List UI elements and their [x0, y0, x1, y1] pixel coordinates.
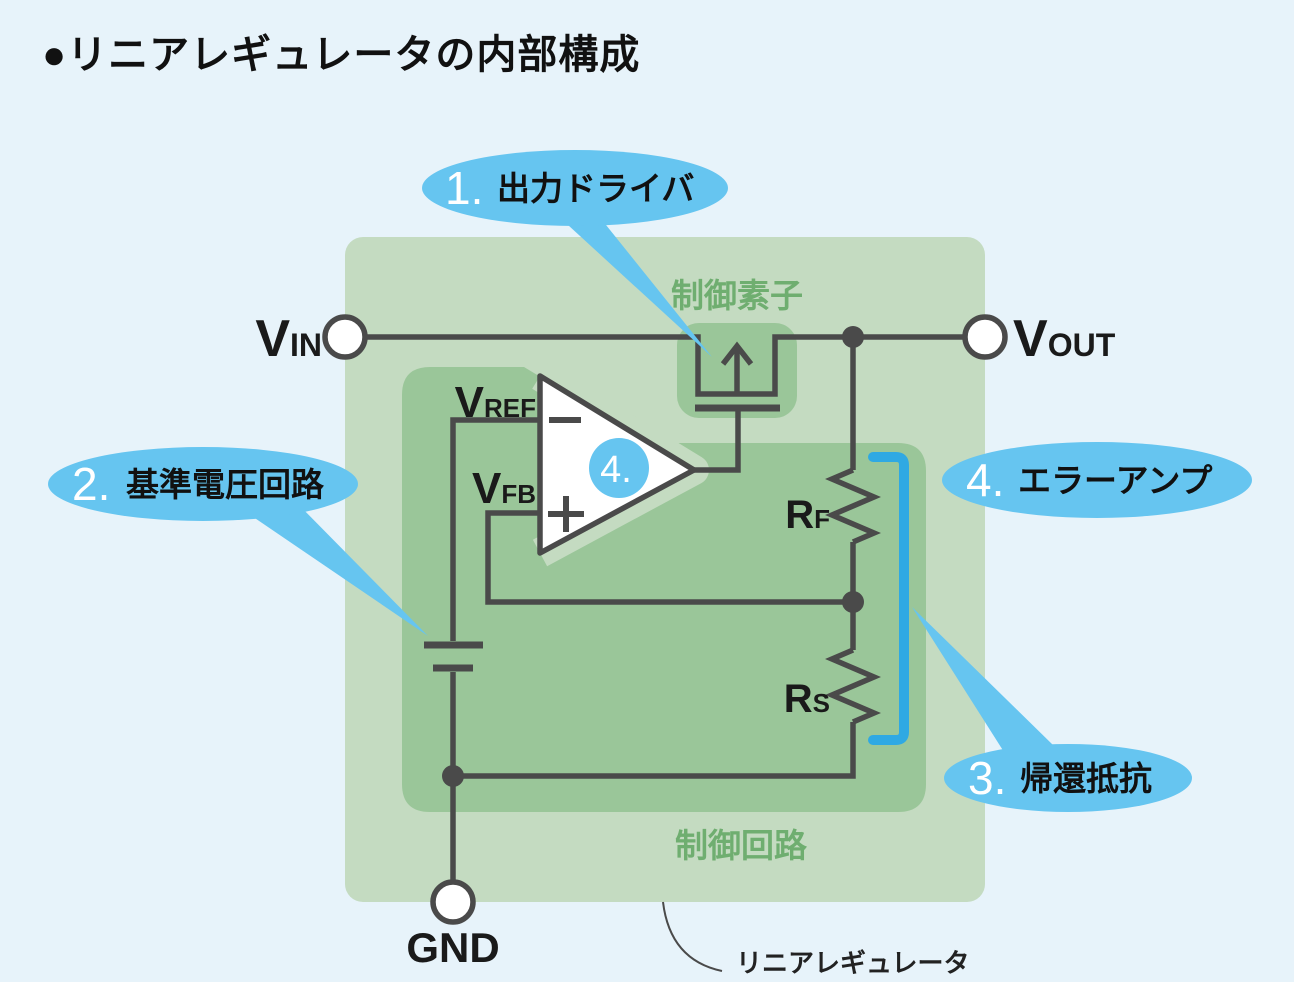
rs-label-sub: S	[813, 688, 830, 718]
callout-1-label: 出力ドライバ	[497, 170, 694, 207]
vout-label: VOUT	[1013, 310, 1116, 368]
callout-2-number: 2.	[72, 458, 110, 510]
callout-reference-voltage: 2. 基準電圧回路	[48, 447, 428, 636]
callout-feedback-resistors: 3. 帰還抵抗	[912, 607, 1192, 812]
mosfet-symbol	[693, 341, 780, 473]
callout-3-bubble	[944, 744, 1192, 812]
control-circuit-label: 制御回路	[675, 827, 808, 864]
callout-2-tail	[240, 502, 428, 636]
vfb-label: VFB	[472, 464, 536, 513]
vfb-label-sub: FB	[501, 479, 536, 509]
page-title: ●リニアレギュレータの内部構成	[42, 33, 641, 77]
callout-3-tail	[912, 607, 1054, 752]
mosfet-arrow-head	[720, 341, 754, 366]
vin-label-sub: IN	[290, 327, 322, 363]
vout-label-base: V	[1013, 310, 1048, 368]
regulator-caption-leader	[662, 901, 723, 972]
battery-symbol	[424, 641, 483, 672]
callout-output-driver: 1. 出力ドライバ	[422, 150, 728, 357]
callout-3-number: 3.	[968, 752, 1006, 804]
bottom-feedback-wire	[453, 722, 856, 779]
vfb-label-base: V	[472, 464, 502, 513]
callout-4-number: 4.	[966, 454, 1004, 506]
output-node-dot	[842, 326, 864, 348]
rf-label: RF	[785, 493, 830, 537]
callout-1-tail	[556, 214, 712, 357]
callout-2-bubble	[48, 447, 358, 521]
rs-label-base: R	[784, 677, 813, 721]
feedback-bracket	[868, 452, 909, 745]
callout-4-label: エラーアンプ	[1018, 462, 1213, 499]
rf-resistor	[825, 467, 881, 545]
divider-tap-dot	[842, 591, 864, 613]
callout-error-amp: 4. エラーアンプ	[942, 442, 1252, 518]
control-circuit-box	[402, 367, 926, 812]
rs-label: RS	[784, 677, 830, 721]
opamp-plus-sign	[548, 496, 584, 532]
vref-wire	[450, 417, 540, 641]
callout-1-number: 1.	[445, 162, 483, 214]
callout-2-label: 基準電圧回路	[126, 466, 325, 503]
gnd-terminal	[430, 879, 476, 925]
regulator-caption: リニアレギュレータ	[736, 948, 969, 978]
rs-resistor	[825, 647, 881, 725]
control-element-label: 制御素子	[671, 277, 803, 314]
vout-terminal	[962, 314, 1008, 360]
vref-label: VREF	[455, 378, 536, 427]
rf-label-base: R	[785, 493, 814, 537]
callout-4-bubble	[942, 442, 1252, 518]
opamp-badge-number: 4.	[600, 449, 632, 491]
ground-node-dot	[442, 765, 464, 787]
gnd-label: GND	[406, 924, 499, 971]
vin-terminal	[322, 314, 368, 360]
callout-1-bubble	[422, 150, 728, 226]
opamp-number-badge	[589, 438, 649, 498]
vfb-wire	[485, 510, 853, 605]
vin-label-base: V	[255, 310, 290, 368]
vout-label-sub: OUT	[1048, 327, 1116, 363]
mosfet-gate-lead	[693, 408, 741, 473]
vin-label: VIN	[255, 310, 322, 368]
vref-label-base: V	[455, 378, 485, 427]
callout-3-label: 帰還抵抗	[1020, 760, 1152, 797]
rf-label-sub: F	[814, 504, 830, 534]
vref-label-sub: REF	[484, 393, 536, 423]
